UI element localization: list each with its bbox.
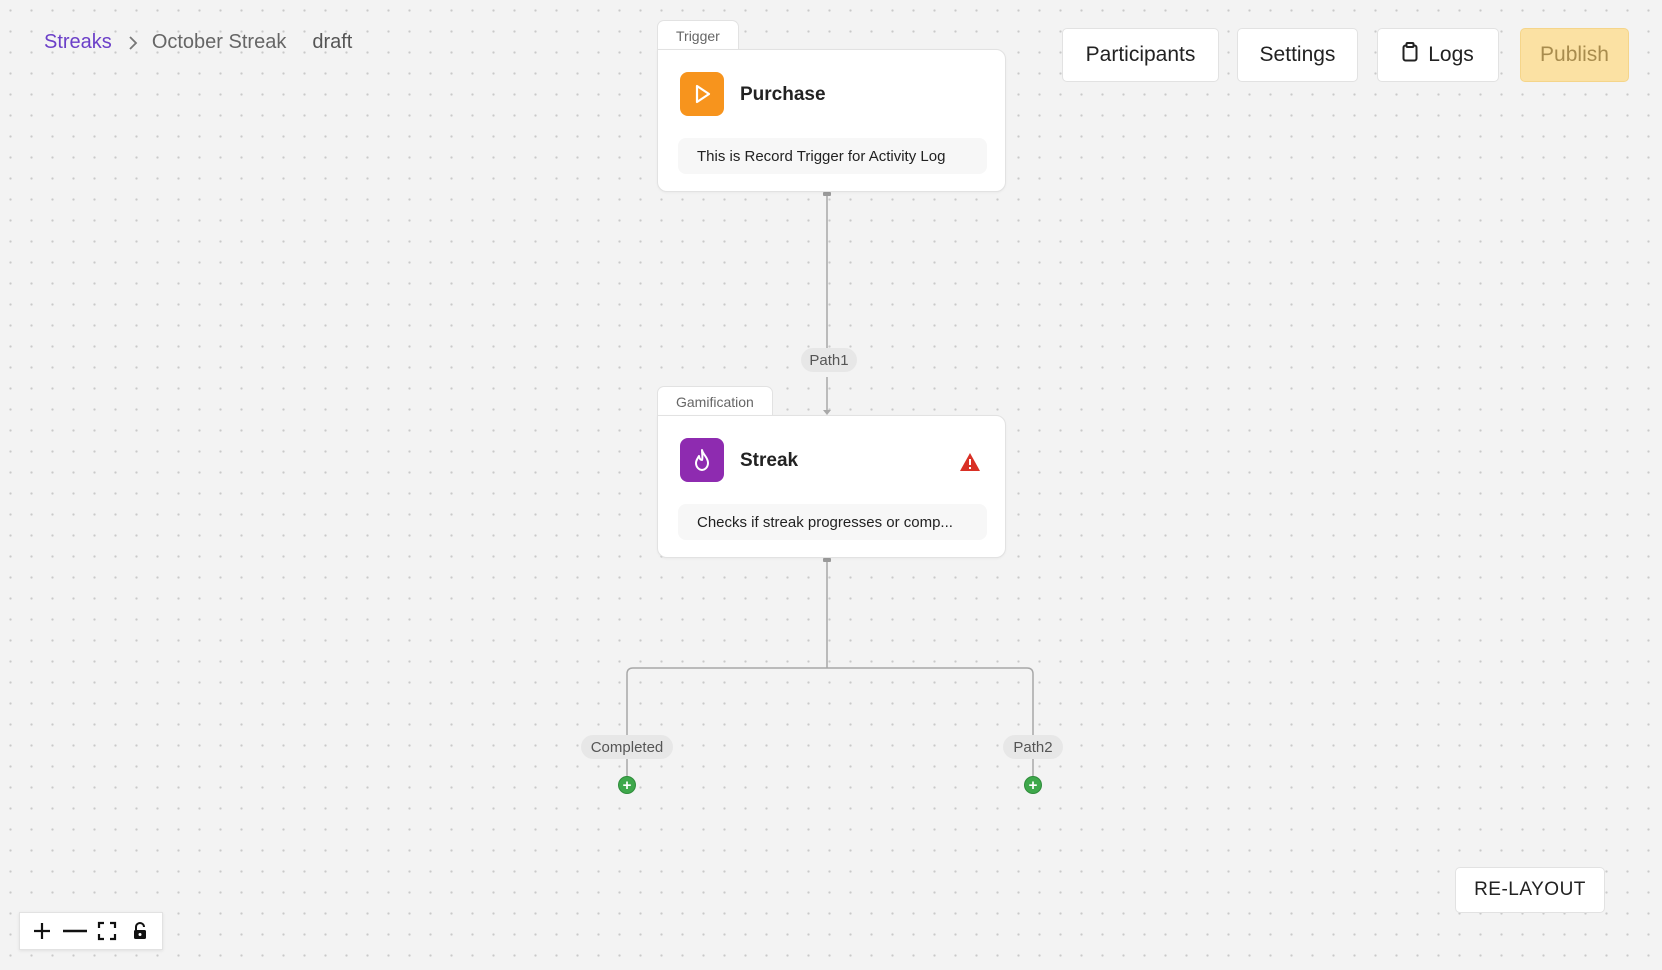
status-label: draft [312, 31, 353, 53]
canvas-controls [19, 912, 163, 950]
clipboard-icon [1402, 42, 1418, 68]
relayout-button[interactable]: RE-LAYOUT [1455, 867, 1605, 913]
warning-icon[interactable] [959, 452, 981, 477]
minus-icon [62, 929, 87, 933]
zoom-out-button[interactable] [60, 916, 90, 946]
logs-button-label: Logs [1428, 43, 1474, 66]
settings-button-label: Settings [1259, 43, 1336, 66]
add-step-completed-button[interactable]: + [618, 776, 636, 794]
play-icon [680, 72, 724, 116]
streak-node-title: Streak [740, 450, 799, 471]
edge-path1-arrow [823, 410, 831, 415]
edge-label-completed[interactable]: Completed [581, 735, 673, 759]
settings-button[interactable]: Settings [1237, 28, 1358, 82]
streak-node-description: Checks if streak progresses or comp... [678, 504, 987, 540]
fit-view-button[interactable] [92, 916, 122, 946]
publish-button-label: Publish [1540, 43, 1609, 66]
edge-branches [626, 562, 1034, 748]
fullscreen-icon [98, 921, 117, 941]
trigger-node-tab: Trigger [657, 20, 739, 50]
gamification-node-tab: Gamification [657, 386, 773, 416]
edge-label-path1[interactable]: Path1 [801, 348, 857, 372]
trigger-output-handle [823, 192, 831, 196]
streak-node[interactable]: Streak Checks if streak progresses or co… [657, 415, 1006, 558]
add-step-path2-button[interactable]: + [1024, 776, 1042, 794]
participants-button[interactable]: Participants [1062, 28, 1219, 82]
trigger-node-title: Purchase [740, 84, 826, 105]
edge-label-path2[interactable]: Path2 [1003, 735, 1063, 759]
streak-output-handle [823, 558, 831, 562]
lock-icon [133, 921, 146, 939]
participants-button-label: Participants [1085, 43, 1196, 66]
chevron-right-icon [128, 35, 138, 51]
relayout-button-label: RE-LAYOUT [1474, 879, 1586, 900]
trigger-node-description: This is Record Trigger for Activity Log [678, 138, 987, 174]
plus-icon [34, 923, 51, 939]
lock-button[interactable] [125, 916, 155, 946]
trigger-node[interactable]: Purchase This is Record Trigger for Acti… [657, 49, 1006, 192]
breadcrumb: Streaks October Streak draft [44, 31, 352, 54]
logs-button[interactable]: Logs [1377, 28, 1499, 82]
breadcrumb-streaks-link[interactable]: Streaks [44, 31, 112, 53]
publish-button[interactable]: Publish [1520, 28, 1629, 82]
zoom-in-button[interactable] [27, 916, 57, 946]
flame-icon [680, 438, 724, 482]
breadcrumb-current: October Streak [151, 31, 287, 53]
